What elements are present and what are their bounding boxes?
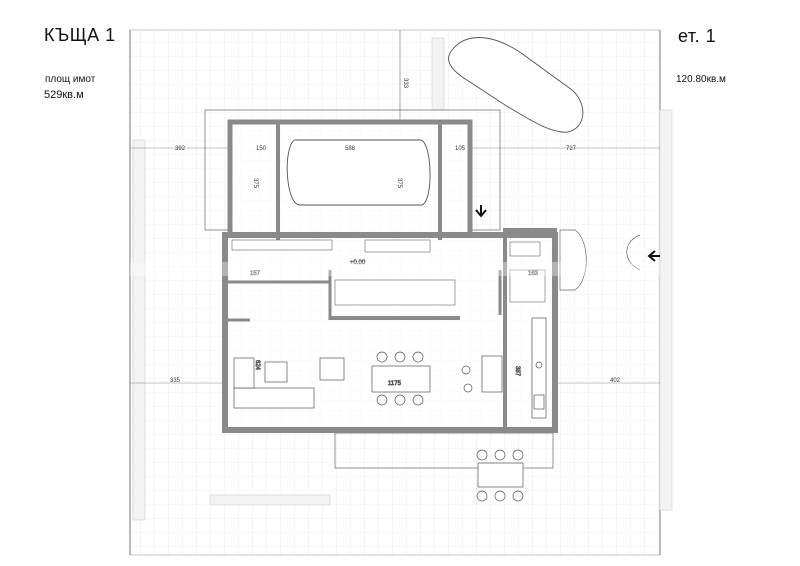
dim-right-setback: 402 bbox=[610, 378, 621, 384]
armchair bbox=[319, 357, 345, 381]
dim-room-375: 375 bbox=[252, 178, 258, 189]
hall-level: +0.00 bbox=[350, 260, 366, 266]
dim-pool-width: 375 bbox=[396, 178, 402, 189]
floor-area-value: 120.80кв.м bbox=[676, 74, 726, 85]
dim-top-depth: 333 bbox=[402, 78, 408, 89]
dim-kitchen-depth: 387 bbox=[514, 366, 520, 377]
dim-wc: 157 bbox=[250, 271, 261, 277]
dim-pool-length: 588 bbox=[345, 146, 356, 152]
plot-area-label: площ имот bbox=[45, 74, 96, 85]
dim-living-length: 1175 bbox=[388, 381, 402, 387]
house-title: КЪЩА 1 bbox=[44, 25, 116, 45]
dining-table bbox=[371, 365, 431, 393]
living-furniture: 1175 624 387 bbox=[233, 351, 520, 409]
dim-left-setback: 335 bbox=[170, 378, 181, 384]
coffee-table bbox=[264, 361, 288, 383]
dim-living-depth: 624 bbox=[254, 360, 260, 371]
kitchen-counter bbox=[531, 317, 547, 419]
pool: 588 375 105 150 375 bbox=[252, 139, 466, 206]
entry-arrow-down-icon bbox=[475, 205, 487, 218]
dim-garage-width: 105 bbox=[455, 146, 466, 152]
dim-room-150: 150 bbox=[256, 146, 267, 152]
watermark-band bbox=[130, 262, 660, 276]
dimension-labels: 392 727 335 402 333 bbox=[170, 78, 621, 384]
sofa bbox=[233, 387, 315, 409]
outdoor-dining bbox=[476, 449, 524, 502]
dim-top-right: 727 bbox=[566, 146, 577, 152]
service-rooms: +0.00 163 157 bbox=[231, 239, 546, 306]
kitchen-island bbox=[481, 355, 503, 393]
car-outline bbox=[448, 37, 584, 133]
floor-label: ет. 1 bbox=[678, 26, 717, 46]
dim-stair: 163 bbox=[528, 271, 539, 277]
dim-top-left: 392 bbox=[175, 146, 186, 152]
boundary-strips bbox=[132, 37, 673, 521]
entry-arrow-left-icon bbox=[647, 250, 660, 262]
plot-area-value: 529кв.м bbox=[44, 89, 84, 101]
entrance-steps bbox=[559, 229, 641, 291]
